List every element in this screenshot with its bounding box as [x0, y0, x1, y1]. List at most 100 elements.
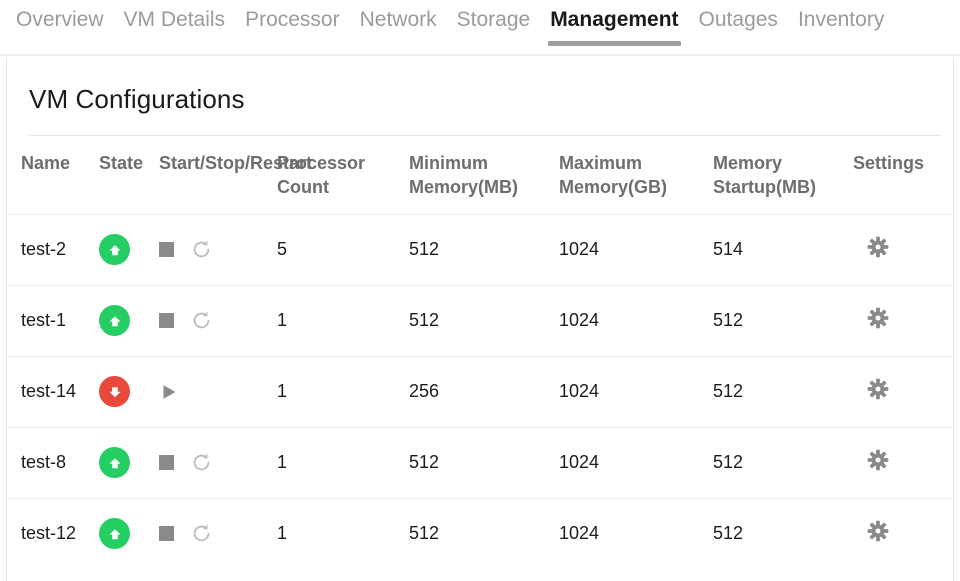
tab-label: Overview	[16, 8, 104, 31]
cell-minimum-memory: 512	[409, 284, 559, 356]
cell-actions	[159, 426, 277, 498]
tab-label: Storage	[456, 8, 531, 31]
stop-icon[interactable]	[159, 526, 174, 542]
stop-square-glyph	[159, 242, 174, 257]
tab-label: Outages	[698, 8, 778, 31]
cell-settings	[853, 497, 953, 569]
title-divider	[29, 135, 941, 136]
cell-actions	[159, 355, 277, 427]
cell-settings	[853, 213, 953, 285]
column-header-processor-count: Processor Count	[277, 153, 366, 197]
cell-processor-count: 1	[277, 355, 409, 427]
main-tab-bar: Overview VM Details Processor Network Storag…	[0, 0, 960, 56]
arrow-up-circle-green-icon[interactable]	[99, 234, 130, 265]
column-header-name: Name	[21, 153, 71, 173]
action-button-group	[159, 452, 277, 473]
table-header-row: Name State Start/Stop/Restart Processor …	[7, 136, 953, 214]
cell-maximum-memory: 1024	[559, 426, 713, 498]
cell-vm-name: test-8	[7, 426, 99, 498]
cell-vm-name: test-14	[7, 355, 99, 427]
cell-maximum-memory: 1024	[559, 284, 713, 356]
tab-processor[interactable]: Processor	[235, 0, 350, 56]
table-header: Name State Start/Stop/Restart Processor …	[7, 136, 953, 214]
column-header-memory-startup: Memory Startup(MB)	[713, 153, 816, 197]
restart-icon[interactable]	[191, 523, 212, 544]
tab-storage[interactable]: Storage	[447, 0, 541, 56]
stop-square-glyph	[159, 455, 174, 470]
arrow-up-circle-green-icon[interactable]	[99, 447, 130, 478]
action-button-group	[159, 523, 277, 544]
tab-network[interactable]: Network	[350, 0, 447, 56]
cell-actions	[159, 284, 277, 356]
cell-state	[99, 355, 159, 427]
cell-vm-name: test-2	[7, 213, 99, 285]
active-tab-underline	[548, 41, 681, 46]
cell-minimum-memory: 512	[409, 426, 559, 498]
cell-state	[99, 426, 159, 498]
tab-vm-details[interactable]: VM Details	[114, 0, 236, 56]
stop-icon[interactable]	[159, 242, 174, 257]
stop-icon[interactable]	[159, 455, 174, 470]
cell-settings	[853, 426, 953, 498]
gear-icon[interactable]	[867, 520, 889, 542]
arrow-up-circle-green-icon[interactable]	[99, 305, 130, 336]
restart-icon[interactable]	[191, 239, 212, 260]
tab-management[interactable]: Management	[540, 0, 688, 56]
cell-memory-startup: 512	[713, 426, 853, 498]
gear-icon[interactable]	[867, 449, 889, 471]
tab-label: Management	[550, 8, 679, 31]
restart-icon[interactable]	[191, 310, 212, 331]
cell-state	[99, 497, 159, 569]
play-icon[interactable]	[159, 382, 179, 402]
tab-bar-divider	[0, 54, 960, 56]
cell-maximum-memory: 1024	[559, 497, 713, 569]
tab-overview[interactable]: Overview	[6, 0, 114, 56]
action-button-group	[159, 310, 277, 331]
cell-settings	[853, 284, 953, 356]
stop-square-glyph	[159, 313, 174, 328]
action-button-group	[159, 382, 277, 402]
column-header-actions: Start/Stop/Restart	[159, 153, 313, 173]
cell-vm-name: test-1	[7, 284, 99, 356]
tab-inventory[interactable]: Inventory	[788, 0, 894, 56]
tab-label: Processor	[245, 8, 340, 31]
content-panel: VM Configurations Name State Start/Stop/…	[6, 58, 954, 581]
cell-state	[99, 284, 159, 356]
tab-outages[interactable]: Outages	[689, 0, 788, 56]
cell-memory-startup: 512	[713, 284, 853, 356]
tab-label: Network	[359, 8, 437, 31]
cell-processor-count: 1	[277, 426, 409, 498]
cell-memory-startup: 512	[713, 355, 853, 427]
cell-memory-startup: 512	[713, 497, 853, 569]
stop-square-glyph	[159, 526, 174, 542]
stop-icon[interactable]	[159, 313, 174, 328]
column-header-maximum-memory: Maximum Memory(GB)	[559, 153, 668, 197]
page-title: VM Configurations	[29, 84, 245, 114]
arrow-down-circle-red-icon[interactable]	[99, 376, 130, 407]
restart-icon[interactable]	[191, 452, 212, 473]
arrow-up-circle-green-icon[interactable]	[99, 518, 130, 550]
gear-icon[interactable]	[867, 307, 889, 329]
cell-processor-count: 1	[277, 284, 409, 356]
column-header-settings: Settings	[853, 153, 925, 173]
cell-processor-count: 1	[277, 497, 409, 569]
cell-minimum-memory: 256	[409, 355, 559, 427]
gear-icon[interactable]	[867, 378, 889, 400]
column-header-state: State	[99, 153, 144, 173]
cell-maximum-memory: 1024	[559, 355, 713, 427]
tab-label: VM Details	[123, 8, 226, 31]
cell-vm-name: test-12	[7, 497, 99, 569]
gear-icon[interactable]	[867, 236, 889, 258]
tab-label: Inventory	[797, 8, 885, 31]
action-button-group	[159, 239, 277, 260]
cell-processor-count: 5	[277, 213, 409, 285]
vm-configurations-table: Name State Start/Stop/Restart Processor …	[7, 136, 953, 569]
cell-settings	[853, 355, 953, 427]
